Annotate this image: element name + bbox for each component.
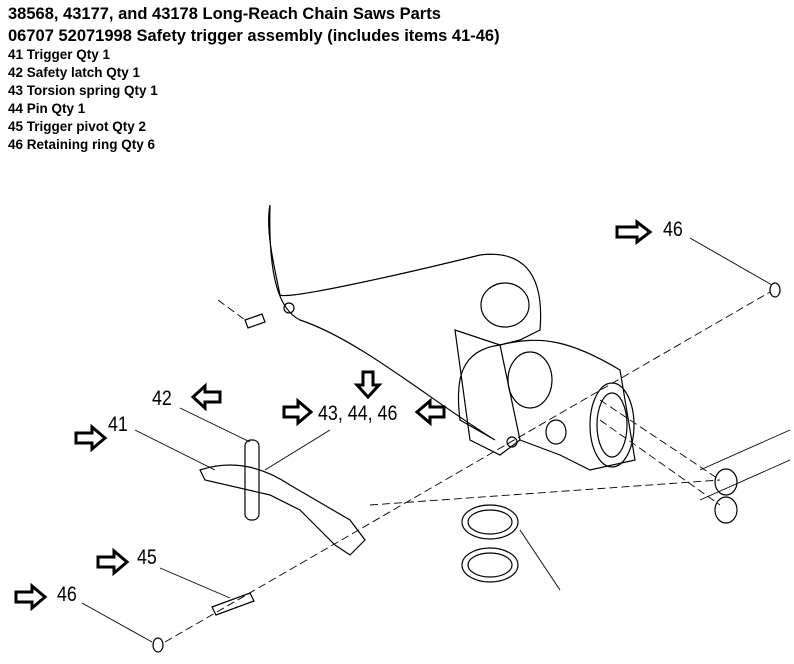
callout-41: 41 [108, 413, 128, 436]
housing-barrel [499, 339, 636, 471]
callout-42: 42 [152, 387, 172, 410]
housing [268, 204, 542, 441]
callout-46-top: 46 [663, 218, 683, 241]
part-46: 46 Retaining ring Qty 6 [8, 137, 156, 152]
housing-bore [480, 282, 530, 328]
part-43: 43 Torsion spring Qty 1 [8, 83, 158, 98]
safety-latch [244, 439, 260, 521]
part-44: 44 Pin Qty 1 [8, 101, 86, 116]
screw-hole [283, 302, 295, 314]
screw [244, 313, 266, 329]
assembly-title: 06707 52071998 Safety trigger assembly (… [8, 27, 500, 45]
retaining-ring-inner [467, 509, 513, 535]
retaining-ring [769, 282, 781, 298]
part-45: 45 Trigger pivot Qty 2 [8, 119, 147, 134]
trigger [199, 464, 366, 556]
barrel-collar [507, 351, 553, 409]
arrow-left-icon [190, 382, 222, 412]
arrow-right-icon [282, 397, 314, 427]
part-41: 41 Trigger Qty 1 [8, 47, 111, 62]
arrow-right-icon [96, 547, 130, 577]
callout-45: 45 [137, 546, 157, 569]
arrow-down-icon [353, 370, 383, 400]
arrow-right-icon [74, 423, 108, 453]
retaining-ring-inner [467, 552, 513, 578]
barrel-opening-inner [596, 392, 628, 458]
arrow-right-icon [14, 582, 48, 612]
callout-43-44-46: 43, 44, 46 [318, 402, 398, 425]
retaining-ring [714, 496, 738, 524]
page-title: 38568, 43177, and 43178 Long-Reach Chain… [8, 5, 441, 23]
part-42: 42 Safety latch Qty 1 [8, 65, 141, 80]
pivot-hole [506, 436, 518, 448]
retaining-ring [461, 547, 519, 583]
pivot-boss [545, 419, 567, 445]
arrow-left-icon [414, 397, 446, 427]
housing-body [454, 329, 521, 456]
retaining-ring [461, 504, 519, 540]
leader-lines [81, 237, 791, 643]
trigger-pivot [211, 592, 255, 616]
callout-46-bottom: 46 [57, 583, 77, 606]
retaining-ring [152, 637, 164, 653]
retaining-ring [714, 468, 738, 496]
assembly-axis-lines [164, 291, 771, 643]
arrow-right-icon [615, 218, 653, 246]
